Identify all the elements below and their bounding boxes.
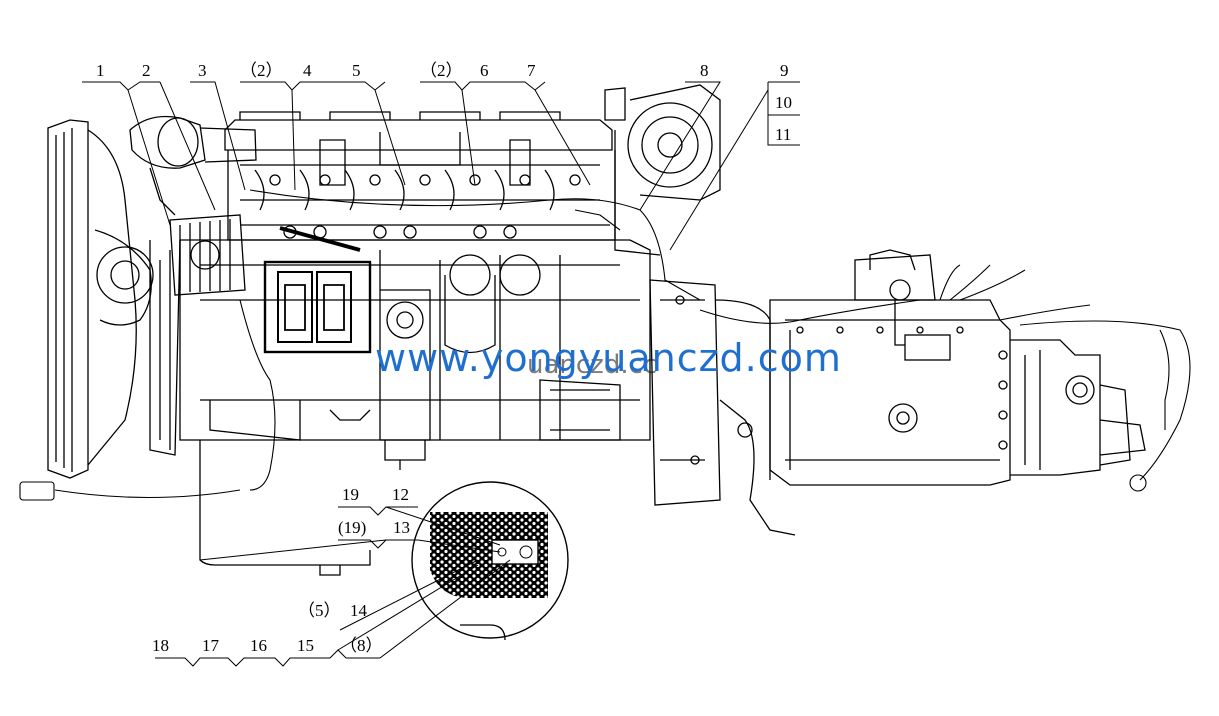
- callout-2-paren-b: （2）: [420, 61, 463, 80]
- callout-2: 2: [142, 61, 151, 80]
- callout-19: 19: [342, 485, 359, 504]
- callout-18: 18: [152, 636, 169, 655]
- callout-1: 1: [96, 61, 105, 80]
- transmission-housing: [769, 249, 1011, 486]
- leader-lines: [82, 81, 800, 667]
- callout-4: 4: [303, 61, 312, 80]
- callout-10: 10: [775, 93, 792, 112]
- callout-17: 17: [202, 636, 219, 655]
- callout-3: 3: [198, 61, 207, 80]
- detail-magnifier: [411, 481, 569, 641]
- alternator: [149, 214, 246, 456]
- callout-7: 7: [527, 61, 536, 80]
- ecu-module: [263, 226, 372, 354]
- watermark-shadow-text: uanczd.cc: [527, 350, 658, 380]
- turbocharger: [604, 84, 721, 256]
- callout-11: 11: [775, 125, 792, 144]
- engine-head: [224, 111, 616, 241]
- callout-12: 12: [392, 485, 409, 504]
- wiring-harness: [19, 189, 1191, 501]
- callout-14: 14: [350, 601, 367, 620]
- callout-19-paren: (19): [338, 518, 367, 537]
- callout-15: 15: [297, 636, 314, 655]
- callout-9: 9: [780, 61, 789, 80]
- callout-8: 8: [700, 61, 709, 80]
- bell-housing: [649, 279, 796, 536]
- intake-pipe: [129, 115, 257, 216]
- callout-5: 5: [352, 61, 361, 80]
- starter-motor: [539, 379, 621, 441]
- gearbox-rear: [1010, 339, 1146, 476]
- callout-13: 13: [393, 518, 410, 537]
- callout-16: 16: [250, 636, 267, 655]
- callout-6: 6: [480, 61, 489, 80]
- fan-shroud: [47, 119, 154, 479]
- callout-8-paren: （8）: [340, 636, 383, 655]
- grille-detail: [430, 512, 548, 598]
- callout-5-paren: （5）: [298, 601, 341, 620]
- callout-2-paren-a: （2）: [240, 61, 283, 80]
- watermark-text: www.yongyuanczd.com: [375, 336, 842, 380]
